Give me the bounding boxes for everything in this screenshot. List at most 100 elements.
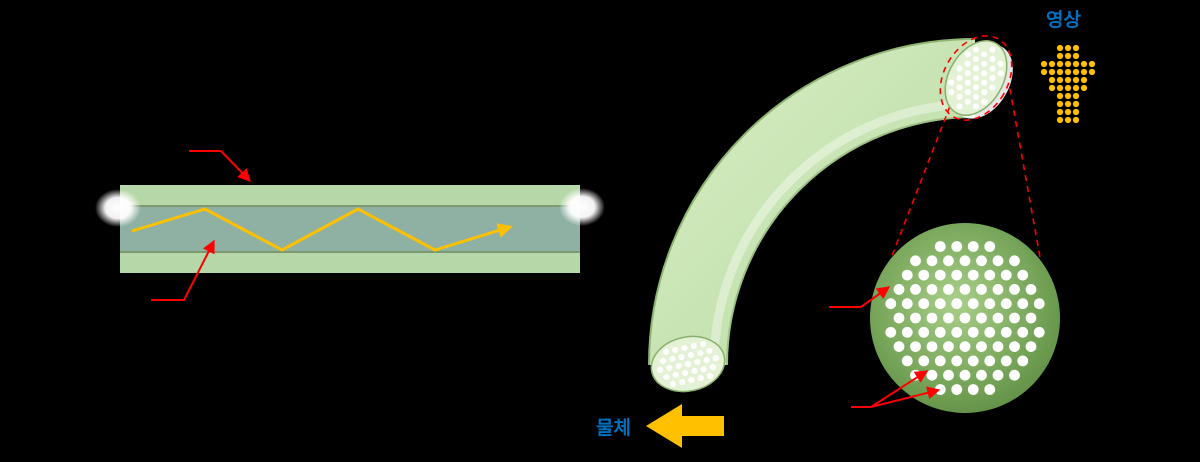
fiber-dot <box>662 348 670 356</box>
fiber-dot <box>1048 60 1056 68</box>
fiber-dot <box>1025 284 1037 295</box>
bundle-tube-inner-edge <box>726 116 976 366</box>
fiber-dot <box>1017 298 1029 310</box>
fiber-dot <box>1009 255 1020 267</box>
fiber-dot <box>1000 326 1012 338</box>
fiber-dot <box>959 255 971 267</box>
fiber-dot <box>989 65 996 72</box>
fiber-dot <box>1056 84 1064 92</box>
fiber-dot <box>956 65 963 72</box>
pointer-arrow-cladding <box>189 150 251 182</box>
fiber-dot <box>972 65 980 72</box>
fiber-dot <box>1072 60 1080 68</box>
fiber-dot <box>1040 60 1048 68</box>
fiber-dot <box>992 312 1004 324</box>
fiber-dot <box>1017 326 1029 338</box>
fiber-dot <box>706 347 713 355</box>
fiber-dot <box>992 284 1004 295</box>
fiber-dot <box>926 341 938 352</box>
fiber-dot <box>981 79 988 86</box>
fiber-dot <box>926 369 938 381</box>
fiber-dot <box>972 55 980 63</box>
fiber-dot <box>1064 116 1072 124</box>
light-ray-zigzag <box>131 207 513 252</box>
fiber-dot <box>1025 312 1037 324</box>
fiber-dot <box>926 255 938 267</box>
pointer-arrow-dot-1 <box>870 370 929 408</box>
light-entry-glow <box>95 189 141 227</box>
fiber-dot <box>1072 44 1080 52</box>
fiber-dot <box>684 360 692 368</box>
fiber-dot <box>1048 68 1056 76</box>
fiber-dot <box>1064 76 1072 84</box>
fiber-dot <box>697 349 704 357</box>
fiber-dot <box>675 362 682 370</box>
fiber-dot <box>893 312 905 324</box>
fiber-dot <box>972 74 980 82</box>
object-label: 물체 <box>596 417 631 439</box>
fiber-dot <box>657 366 664 374</box>
fiber-dot <box>893 341 905 352</box>
fiber-dot <box>918 298 930 310</box>
fiber-dot <box>989 55 996 63</box>
fiber-dot <box>1033 326 1045 338</box>
fiber-dot <box>943 312 954 324</box>
fiber-dot <box>1072 116 1080 124</box>
fiber-dot <box>1056 92 1064 100</box>
pointer-arrow-cross-section <box>829 286 891 308</box>
fiber-dot <box>678 353 685 361</box>
fiber-dot <box>1080 60 1088 68</box>
fiber-dot <box>681 369 689 377</box>
fiber-dot <box>984 298 996 310</box>
fiber-dot <box>934 241 946 252</box>
fiber-dot <box>967 355 979 367</box>
fiber-dot <box>956 84 963 91</box>
fiber-dot <box>951 384 963 395</box>
fiber-dot <box>910 284 921 295</box>
fiber-dot <box>951 326 963 338</box>
fiber-dot <box>1088 68 1096 76</box>
fiber-dot <box>1072 92 1080 100</box>
fiber-dot <box>926 284 938 295</box>
fiber-dot <box>901 298 913 310</box>
fiber-dot <box>972 84 980 91</box>
fiber-dot <box>967 298 979 310</box>
fiber-dot <box>964 51 971 58</box>
fiber-dot <box>1017 269 1029 281</box>
fiber-dot <box>1056 44 1064 52</box>
fiber-dot <box>934 269 946 281</box>
light-exit-glow <box>559 188 605 226</box>
magnifier-dashed-line-right <box>1003 55 1042 264</box>
fiber-dot <box>918 326 930 338</box>
fiber-dot <box>967 269 979 281</box>
fiber-dot <box>1000 298 1012 310</box>
bundle-bottom-end-dots <box>657 340 719 388</box>
fiber-dot <box>1064 68 1072 76</box>
bundle-tube-outer-edge <box>648 38 976 366</box>
fiber-dot <box>1080 84 1088 92</box>
fiber-dot <box>663 373 670 381</box>
fiber-dot <box>981 51 988 58</box>
fiber-dot <box>1056 60 1064 68</box>
fiber-dot <box>959 312 971 324</box>
fiber-dot <box>1056 76 1064 84</box>
fiber-dot <box>992 369 1004 381</box>
fiber-dot <box>981 60 988 67</box>
fiber-dot <box>688 376 695 384</box>
fiber-dot <box>967 241 979 252</box>
fiber-dot <box>885 326 897 338</box>
fiber-dot <box>1064 108 1072 116</box>
bundle-tube <box>649 39 975 365</box>
fiber-dot <box>1056 52 1064 60</box>
fiber-dot <box>1064 44 1072 52</box>
fiber-dot <box>1017 355 1029 367</box>
fiber-dot <box>984 355 996 367</box>
fiber-dot <box>1040 68 1048 76</box>
fiber-dot <box>976 341 987 352</box>
fiber-dot <box>1080 76 1088 84</box>
fiber-dot <box>700 340 707 348</box>
pointer-arrow-dot-2 <box>870 386 941 408</box>
fiber-dot <box>901 355 913 367</box>
fiber-dot <box>934 326 946 338</box>
